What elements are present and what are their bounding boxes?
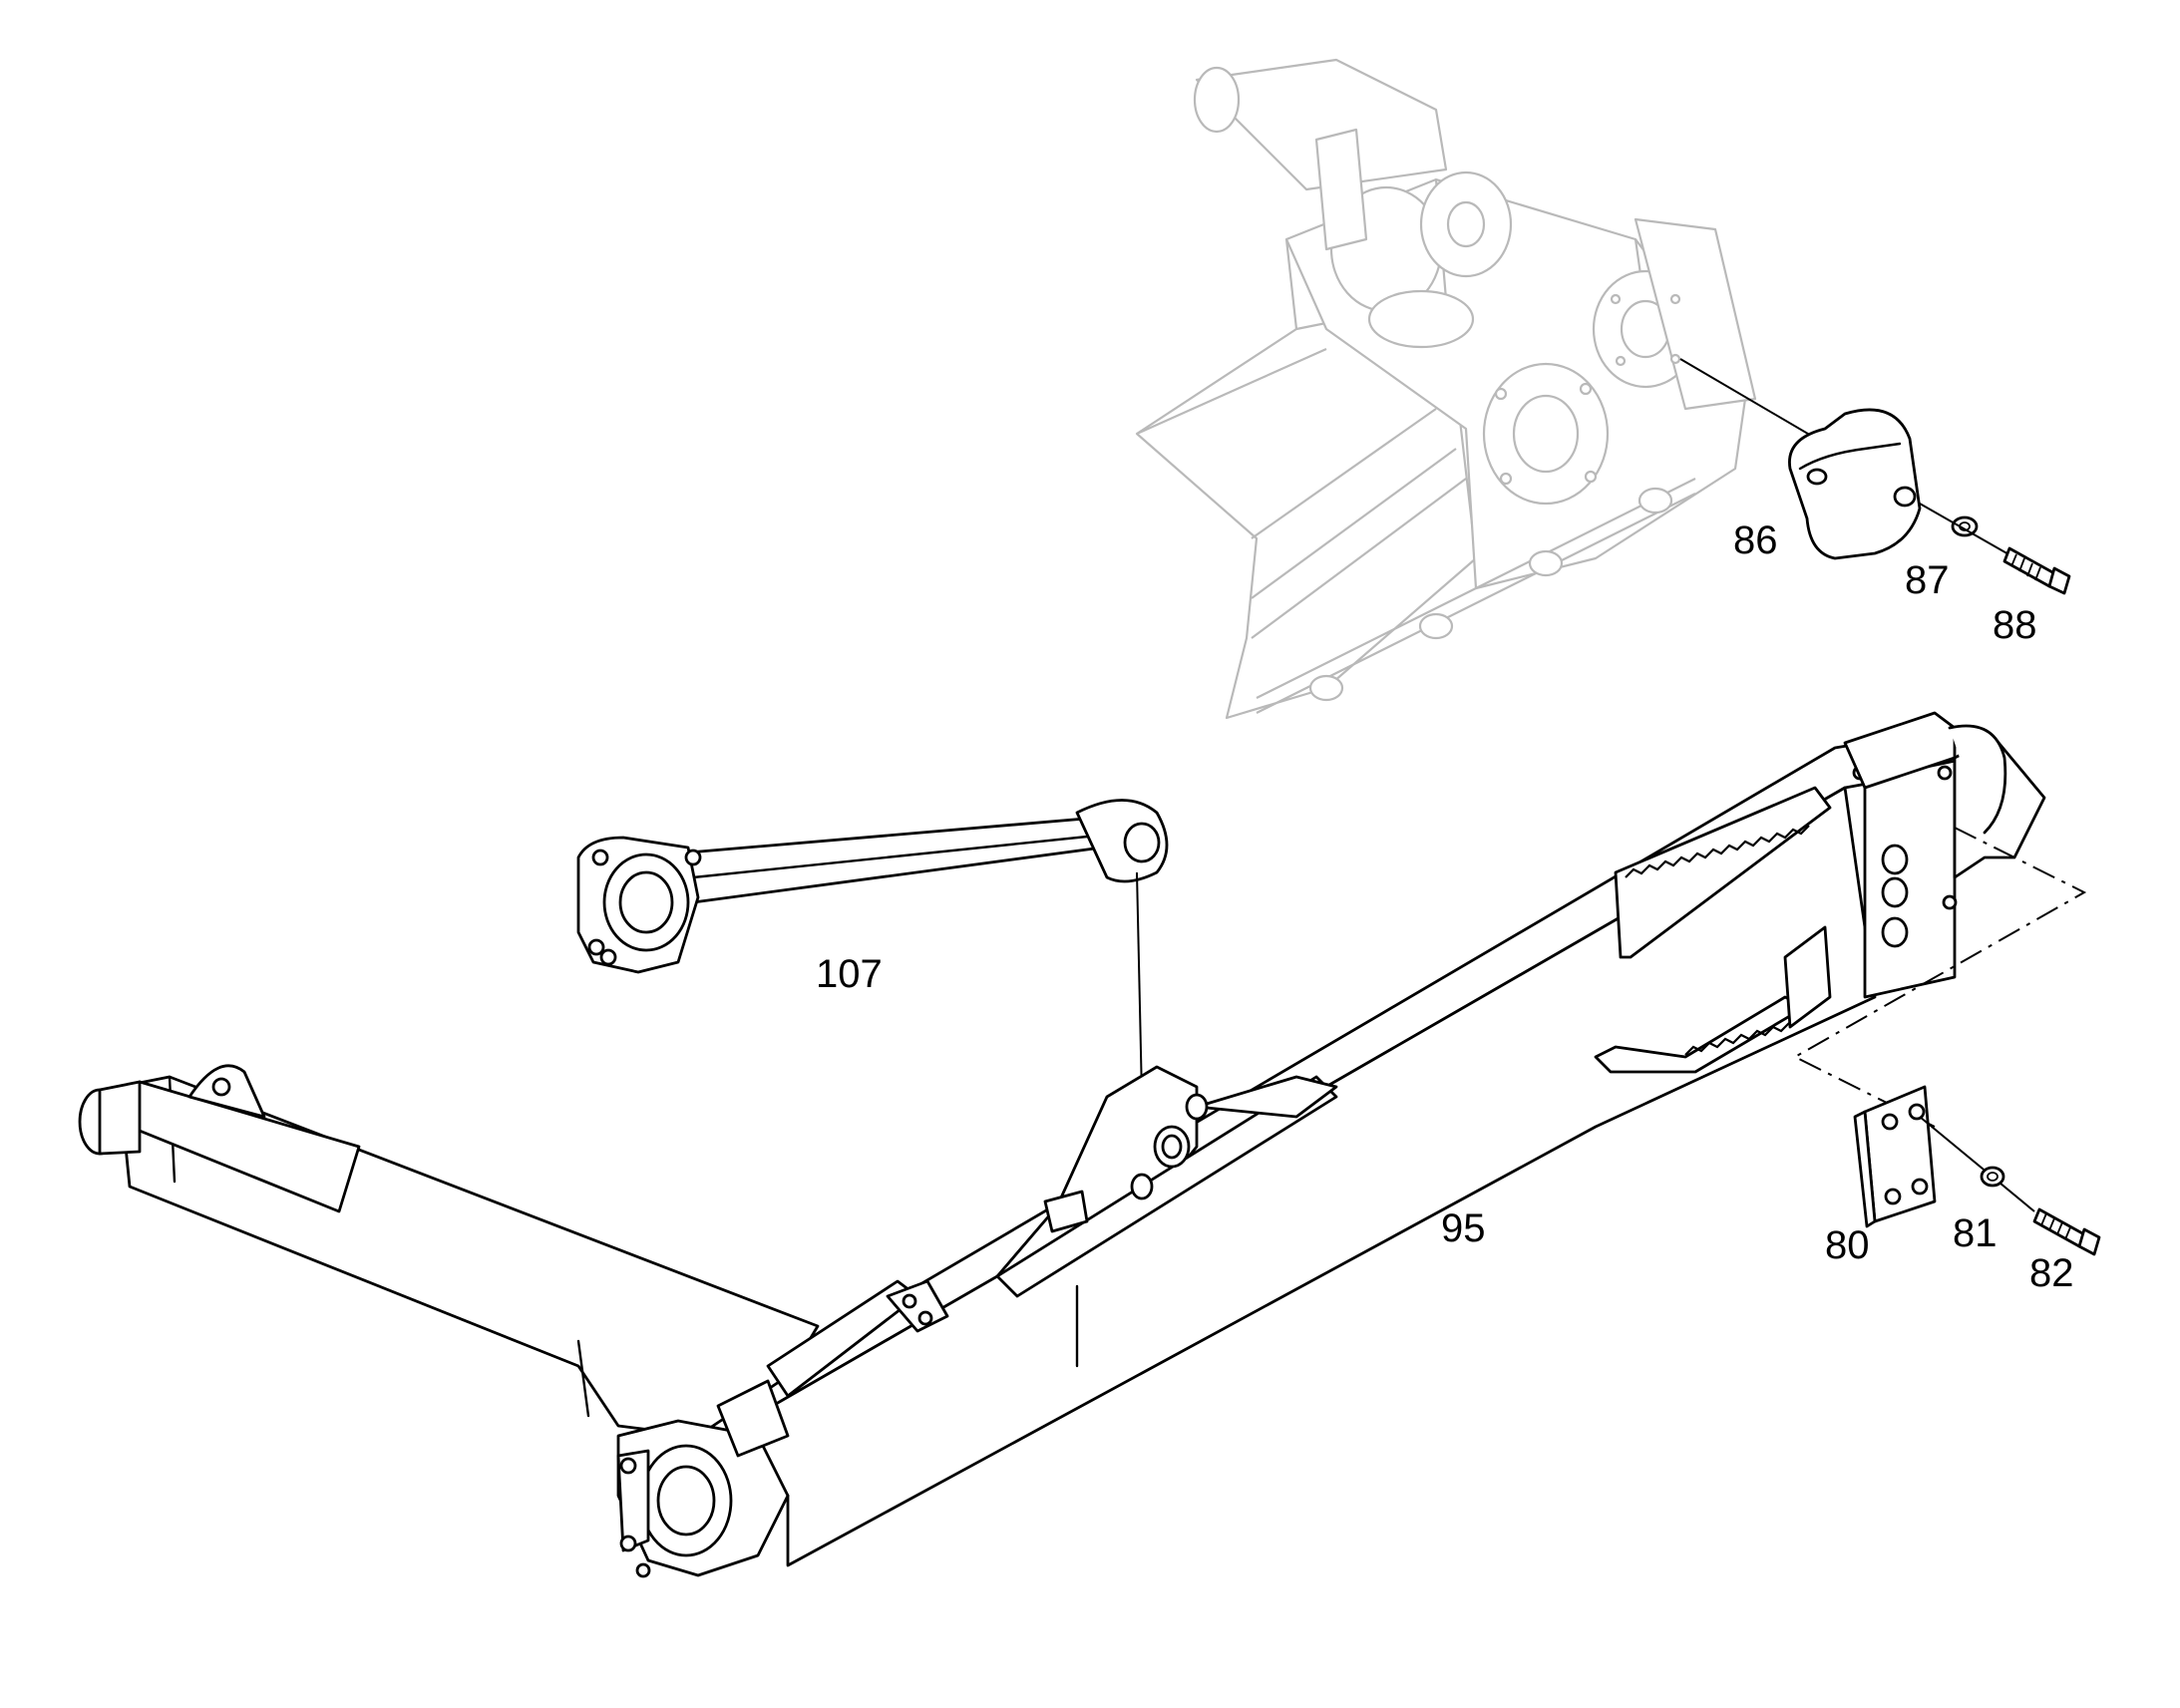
washer-81	[1919, 1116, 2035, 1212]
callout-95: 95	[1441, 1206, 1486, 1250]
callout-labels: 86 87 88 107 95 80 81 82	[816, 518, 2074, 1295]
cover-plate-86	[1679, 358, 1922, 560]
callout-80: 80	[1825, 1223, 1870, 1267]
tie-rod-107	[576, 799, 1169, 1098]
faded-main-assembly	[1135, 58, 1757, 720]
bolt-88	[1919, 503, 2071, 595]
callout-81: 81	[1953, 1211, 1998, 1255]
callout-82: 82	[2029, 1251, 2074, 1295]
callout-86: 86	[1733, 518, 1778, 562]
washer-87	[1951, 515, 1979, 537]
plate-80	[1853, 1085, 1937, 1228]
callout-88: 88	[1993, 603, 2037, 647]
callout-87: 87	[1905, 558, 1950, 602]
main-frame-95	[78, 711, 2087, 1578]
bolt-82	[2032, 1207, 2101, 1256]
callout-107: 107	[816, 952, 883, 996]
